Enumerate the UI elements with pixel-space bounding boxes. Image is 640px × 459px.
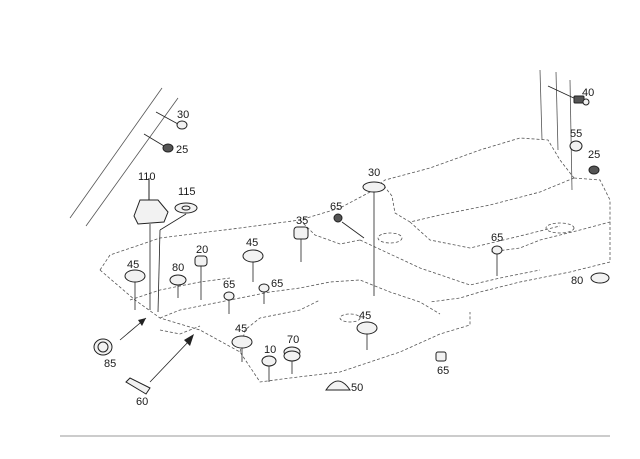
callout-30-top: 30 (177, 109, 189, 121)
callout-45-b: 45 (246, 237, 258, 249)
plug-10 (261, 355, 277, 382)
plug-65-bottom (435, 351, 447, 362)
callout-25-left: 25 (176, 144, 188, 156)
callout-65-c: 65 (271, 278, 283, 290)
callout-45-d: 45 (359, 310, 371, 322)
plug-25-right (588, 165, 600, 175)
plug-80-a (169, 274, 187, 298)
floor-frame-outline (69, 69, 611, 383)
callout-80-a: 80 (172, 262, 184, 274)
screw-65-a (333, 213, 365, 239)
plug-30-top (155, 111, 188, 130)
callout-115: 115 (178, 186, 196, 198)
plug-35 (293, 226, 309, 262)
plug-80-right (590, 272, 610, 284)
grommet-70 (283, 346, 301, 374)
plug-20 (194, 255, 208, 300)
plug-65-c (258, 283, 270, 304)
plug-30-mid (362, 181, 386, 296)
plug-45-b (242, 249, 264, 282)
gasket-115 (157, 202, 198, 313)
plug-45-c (231, 335, 253, 362)
cover-50 (325, 380, 351, 391)
callout-25-right: 25 (588, 149, 600, 161)
callout-35: 35 (296, 215, 308, 227)
callout-45-c: 45 (235, 323, 247, 335)
plug-65-b (223, 291, 235, 314)
callout-labels: 40 55 25 30 25 110 115 30 65 35 65 45 80… (104, 87, 600, 408)
ring-85 (93, 317, 147, 356)
callout-65-right: 65 (491, 232, 503, 244)
plug-65-right (491, 245, 503, 276)
callout-45-a: 45 (127, 259, 139, 271)
callout-40: 40 (582, 87, 594, 99)
plug-45-d (356, 321, 378, 350)
callout-110: 110 (138, 171, 156, 183)
callout-50: 50 (351, 382, 363, 394)
callout-65-a: 65 (330, 201, 342, 213)
callout-20: 20 (196, 244, 208, 256)
callout-65-b: 65 (223, 279, 235, 291)
callout-10: 10 (264, 344, 276, 356)
cover-60 (125, 334, 194, 395)
bolt-40 (547, 85, 590, 106)
antenna-base-110 (133, 178, 169, 310)
cap-55 (569, 140, 583, 152)
callout-30-mid: 30 (368, 167, 380, 179)
callout-70: 70 (287, 334, 299, 346)
callout-85: 85 (104, 358, 116, 370)
plug-45-a (124, 269, 146, 310)
callout-80-right: 80 (571, 275, 583, 287)
callout-60: 60 (136, 396, 148, 408)
plug-25-left (143, 133, 174, 153)
callout-65-bottom: 65 (437, 365, 449, 377)
callout-55: 55 (570, 128, 582, 140)
